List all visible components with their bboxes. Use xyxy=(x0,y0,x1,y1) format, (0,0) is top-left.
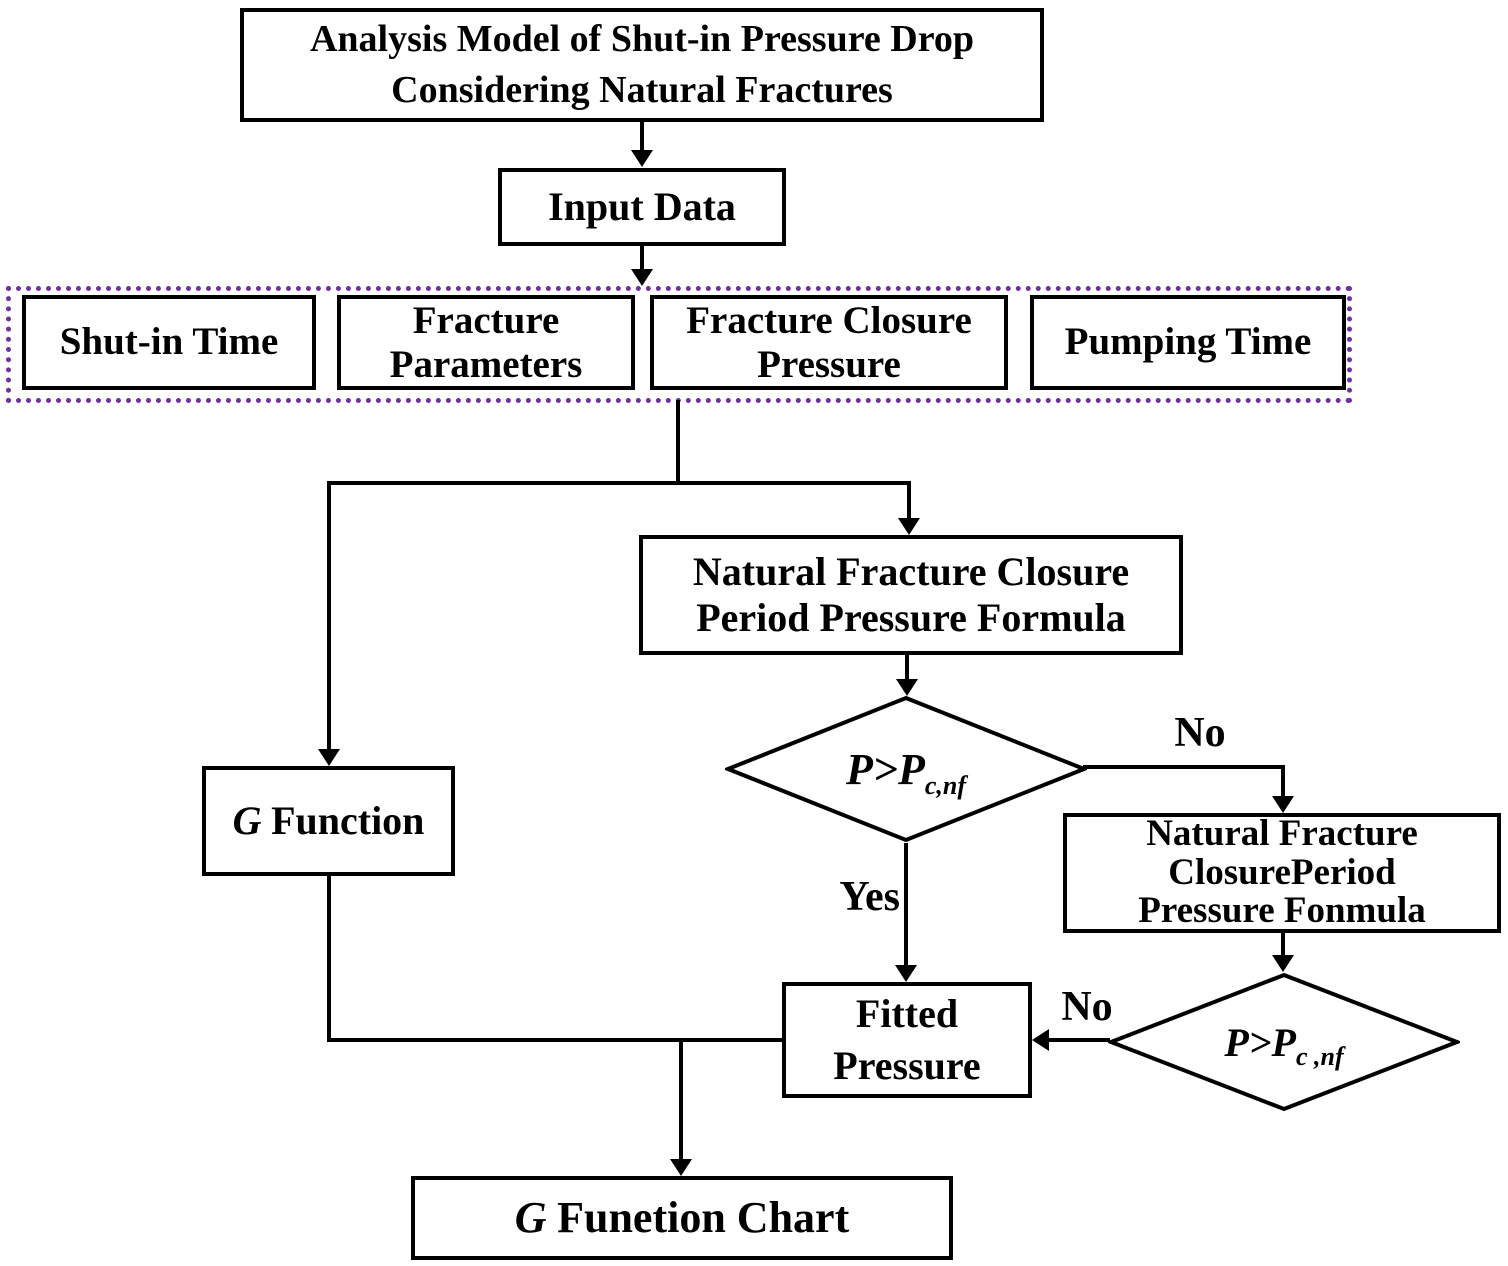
input-data-box: Input Data xyxy=(498,168,786,246)
decision-1-label: P>Pc,nf xyxy=(846,744,966,800)
pumping-time-box: Pumping Time xyxy=(1030,295,1346,390)
connector-g-function-down xyxy=(327,876,331,1042)
g-function-g: G xyxy=(232,798,262,843)
arrowhead-into-fitted-pressure xyxy=(895,965,917,982)
diamond-shape xyxy=(1108,972,1460,1112)
connector-to-formula-1 xyxy=(907,481,911,522)
shut-in-time-box: Shut-in Time xyxy=(22,295,316,390)
connector-input-to-group xyxy=(640,246,644,272)
decision-1-diamond: P>Pc,nf xyxy=(725,695,1087,843)
g-chart-rest: Funetion Chart xyxy=(557,1192,850,1242)
title-box: Analysis Model of Shut-in Pressure Drop … xyxy=(240,8,1044,122)
arrowhead-into-formula-1 xyxy=(898,518,920,535)
connector-no-down-to-formula2 xyxy=(1281,765,1285,800)
fracture-closure-pressure-box: Fracture Closure Pressure xyxy=(650,295,1008,390)
connector-group-down xyxy=(676,400,680,485)
connector-branch-horizontal xyxy=(327,481,911,485)
no-label-left: No xyxy=(1061,984,1113,1030)
decision-2-diamond: P>Pc ,nf xyxy=(1108,972,1460,1112)
connector-decision2-no xyxy=(1047,1038,1110,1042)
arrowhead-into-decision2 xyxy=(1272,955,1294,972)
fracture-parameters-box: Fracture Parameters xyxy=(337,295,635,390)
connector-join-horizontal xyxy=(327,1038,784,1042)
connector-formula1-to-decision1 xyxy=(905,655,909,683)
connector-to-g-function xyxy=(327,481,331,753)
arrowhead-into-fitted-pressure-right xyxy=(1032,1029,1049,1051)
nf-closure-period-formula-box: Natural Fracture Closure Period Pressure… xyxy=(639,535,1183,655)
g-function-rest: Function xyxy=(271,798,425,843)
diamond-shape xyxy=(725,695,1087,843)
arrowhead-into-g-function xyxy=(318,749,340,766)
fitted-pressure-box: Fitted Pressure xyxy=(782,982,1032,1098)
connector-decision1-yes xyxy=(904,843,908,969)
connector-decision1-no xyxy=(1083,765,1285,769)
arrowhead-into-group xyxy=(631,269,653,286)
arrowhead-into-g-chart xyxy=(670,1159,692,1176)
connector-to-g-chart xyxy=(679,1038,683,1162)
arrowhead-into-decision1 xyxy=(896,679,918,696)
decision-2-label: P>Pc ,nf xyxy=(1224,1019,1344,1071)
nf-closure-period-formula-2-box: Natural Fracture ClosurePeriod Pressure … xyxy=(1063,813,1501,933)
g-chart-g: G xyxy=(514,1192,547,1242)
no-label-right: No xyxy=(1174,710,1226,756)
connector-formula2-to-decision2 xyxy=(1281,933,1285,959)
connector-title-to-input xyxy=(640,122,644,154)
arrowhead-into-input-data xyxy=(631,150,653,167)
yes-label: Yes xyxy=(839,874,900,920)
arrowhead-into-formula-2 xyxy=(1272,796,1294,813)
